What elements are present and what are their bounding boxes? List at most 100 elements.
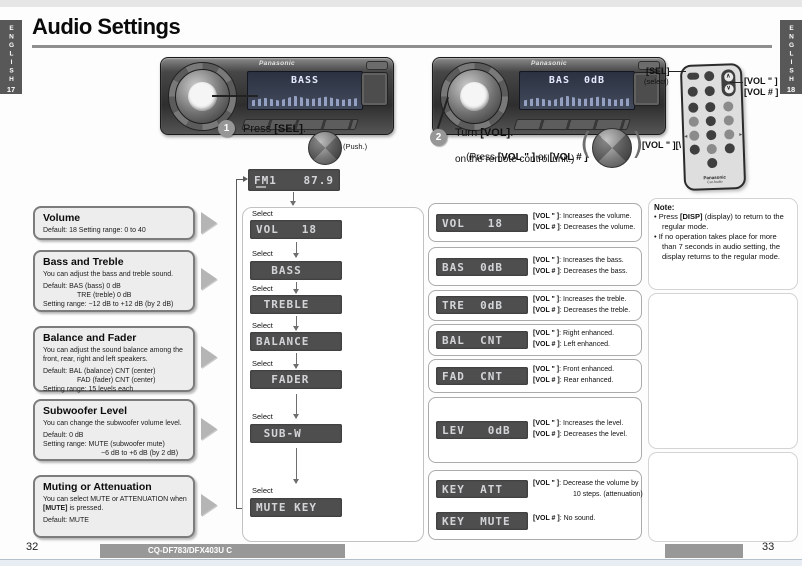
box-line: TRE (treble) 0 dB [77,292,132,299]
muting-box: Muting or Attenuation You can select MUT… [33,475,195,538]
remote-button [688,116,699,127]
page-top-edge [0,0,802,7]
loop-line-top [236,176,248,182]
result-text-subwoofer: [VOL " ]: Increases the level. [VOL # ]:… [533,418,627,440]
result-display-bass: BAS 0dB [436,258,528,276]
balance-fader-box: Balance and Fader You can adjust the sou… [33,326,195,393]
vol-up-key: [VOL " ] [533,480,560,487]
result-display-subwoofer: LEV 0dB [436,421,528,439]
cd-slot [638,61,660,70]
result-box-subwoofer [428,397,642,463]
remote-button [724,129,735,140]
remote-button [687,86,698,97]
remote-button [704,85,715,97]
effect-text: : Decreases the bass. [559,268,628,275]
result-text-volume: [VOL " ]: Increases the volume. [VOL # ]… [533,211,635,233]
result-text-balance: [VOL " ]: Right enhanced. [VOL # ]: Left… [533,328,614,350]
tab-left-word: ENGLISH [8,25,15,85]
pointer-triangle [201,346,217,368]
box-line: FAD (fader) CNT (center) [77,377,156,384]
pointer-triangle [201,494,217,516]
effect-text: : Decreases the treble. [559,307,631,314]
vol-down-key: [VOL # ] [533,377,560,384]
flow-arrow [293,394,299,419]
unit-buttons [633,72,660,106]
footer-model-text: CQ-DF783/DFX403U C [148,546,233,555]
mute-key: [MUTE] [43,505,68,512]
effect-text: : Increases the bass. [559,257,624,264]
title-rule [32,45,772,48]
fm-band: FM1 [254,173,277,187]
note-content: Note: • Press [DISP] (display) to return… [654,203,792,262]
effect-text: : Decreases the volume. [559,224,636,231]
tune-right-icon: ▸ [739,131,743,139]
note-box [648,198,798,290]
flow-display-volume: VOL 18 [250,220,342,239]
remote-button [723,101,734,112]
power-button [687,72,700,80]
page-number-right: 33 [762,541,775,553]
effect-text: : Right enhanced. [559,330,615,337]
result-box-bass [428,247,642,286]
vol-down-button: ∨ [724,83,734,94]
remote-button [688,102,699,113]
unit-display-text: BASS [290,75,320,86]
step-1-number: 1 [218,120,235,137]
pointer-triangle [201,212,217,234]
result-display-key-att: KEY ATT [436,480,528,498]
spectrum-bars [524,95,630,106]
result-display-treble: TRE 0dB [436,296,528,314]
box-desc: You can adjust the sound balance among t… [43,347,183,363]
flow-display-treble: TREBLE [250,295,342,314]
step-1-key: [SEL] [274,123,303,135]
remote-button [705,101,716,113]
tab-left-number: 17 [6,84,16,94]
flow-display-subwoofer: SUB-W [250,424,342,443]
flow-arrow [293,282,299,294]
box-line: Default: BAL (balance) CNT (center) [43,368,156,375]
remote-button [707,157,718,169]
desc-pre: You can select MUTE or ATTENUATION when [43,496,187,503]
unit-buttons [361,72,388,106]
vol-up-key: [VOL " ] [533,366,560,373]
remote-button [724,143,735,154]
remote-button [705,115,716,127]
note-text: Press [658,212,680,221]
remote-button [689,144,700,155]
note-title: Note: [654,203,675,212]
flow-arrow [293,448,299,484]
effect-text-cont: 10 steps. (attenuation) [573,491,643,498]
footer-model-bar: CQ-DF783/DFX403U C [100,544,345,558]
tune-left-icon: ◂ [684,133,688,141]
fm-display: FM1 87.9 [248,169,340,191]
leader-line-remote-sel [668,71,686,72]
effect-text: : Left enhanced. [559,341,610,348]
remote-sel-label: [SEL] [646,66,670,76]
desc-post: is pressed. [67,505,104,512]
flow-display-bass: BASS [250,261,342,280]
effect-text: : Increases the level. [559,420,624,427]
box-title: Balance and Fader [43,332,137,344]
vol-down-key: [VOL # ] [533,224,560,231]
select-label: Select [252,412,273,421]
fm-frequency: 87.9 [303,173,334,187]
loop-line-vertical [236,179,237,509]
unit-display: BAS 0dB [519,71,635,110]
step-1-text: Press [SEL]. [243,123,306,135]
box-title: Muting or Attenuation [43,481,152,493]
vol-up-button: ∧ [723,71,733,82]
cd-slot [366,61,388,70]
remote-button [706,143,717,155]
vol-up-key: [VOL " ] [533,420,560,427]
brand-logo: Panasonic [530,60,568,67]
fm-indicator [256,186,266,188]
vol-up-key: [VOL " ] [533,330,560,337]
language-tab-right: ENGLISH 18 [780,20,802,94]
volume-box: Volume Default: 18 Setting range: 0 to 4… [33,206,195,240]
result-text-key-att: [VOL " ]: Decrease the volume by 10 step… [533,478,643,500]
leader-line-remote-vol [730,82,743,83]
effect-text: : Front enhanced. [559,366,615,373]
step-2-key: [VOL] [480,127,511,139]
remote-button [689,130,700,141]
footer-bar-right [665,544,743,558]
